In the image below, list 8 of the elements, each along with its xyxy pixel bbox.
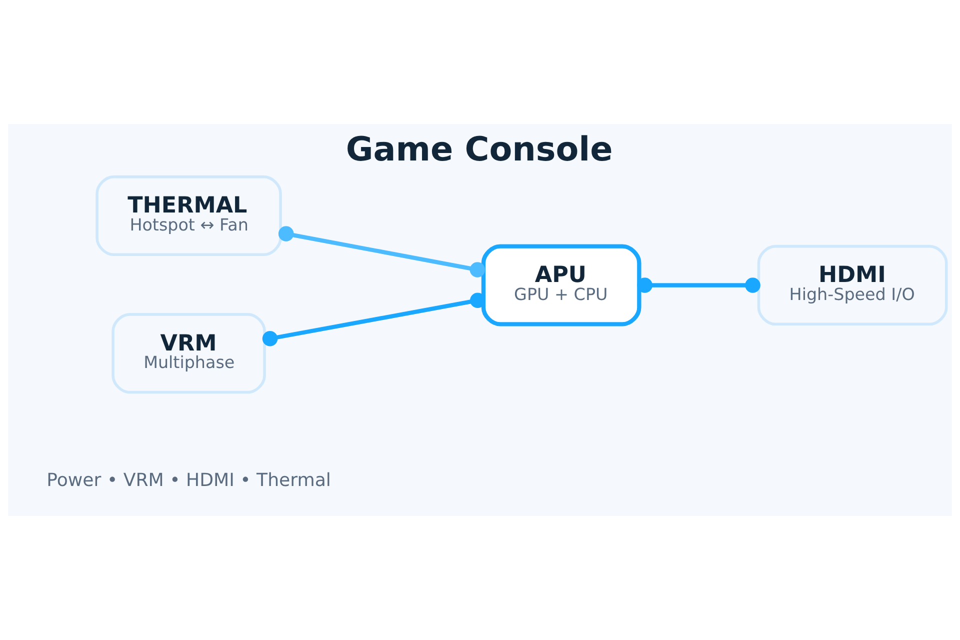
- label: Power • VRM • HDMI • Thermal: [46, 470, 331, 491]
- connector: [637, 278, 760, 293]
- connector: [278, 226, 486, 278]
- node-box: APU GPU + CPU: [481, 244, 642, 326]
- node-box: THERMAL Hotspot ↔ Fan: [96, 175, 282, 256]
- diagram-title: Game Console: [346, 129, 613, 168]
- node-box: HDMI High-Speed I/O: [757, 244, 948, 326]
- node-box: VRM Multiphase: [112, 313, 266, 394]
